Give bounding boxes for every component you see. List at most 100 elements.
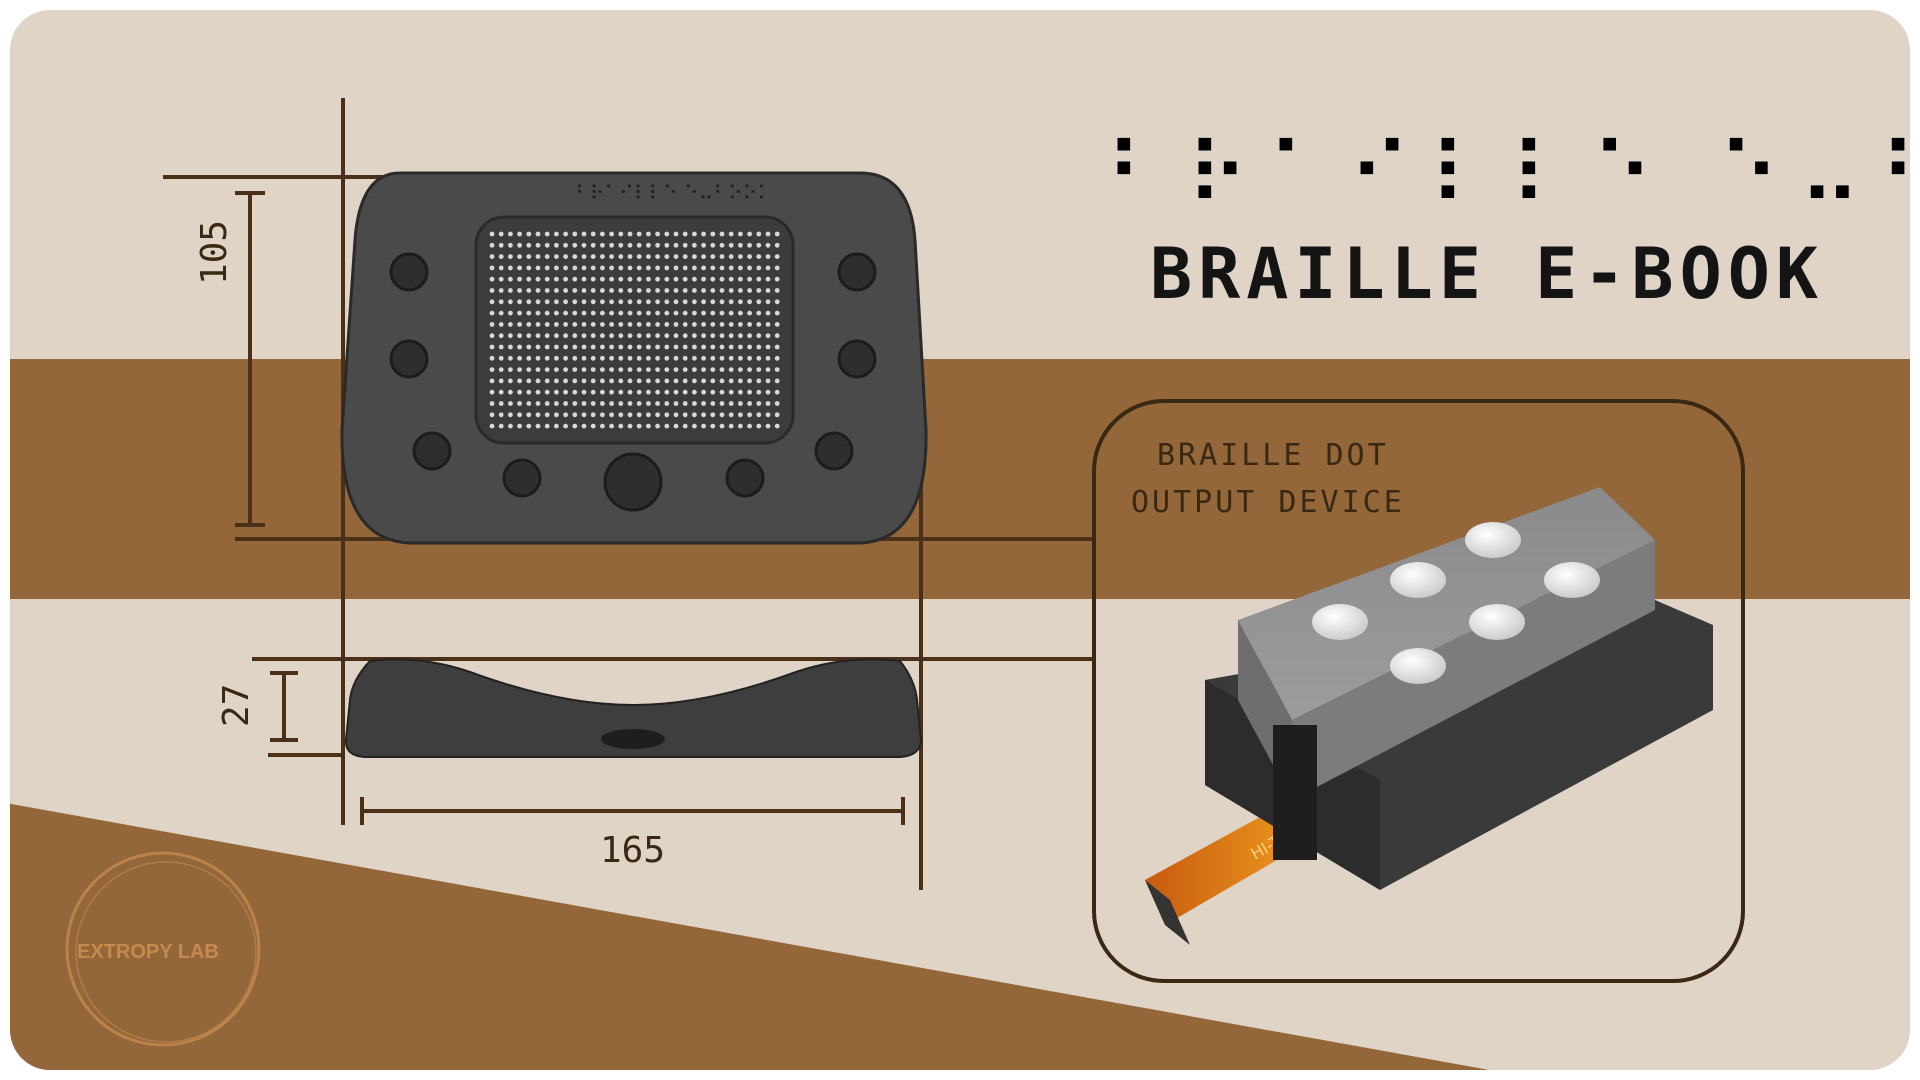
display-pin bbox=[738, 265, 743, 271]
display-pin bbox=[572, 299, 578, 305]
display-pin bbox=[756, 299, 762, 305]
display-pin bbox=[710, 276, 716, 282]
display-pin bbox=[535, 401, 541, 406]
button-center[interactable] bbox=[603, 452, 663, 512]
button-right-1[interactable] bbox=[837, 252, 877, 292]
display-pin bbox=[581, 423, 587, 429]
display-pin bbox=[774, 288, 780, 293]
display-pin bbox=[590, 367, 596, 372]
display-pin bbox=[682, 344, 688, 350]
display-pin bbox=[618, 265, 624, 271]
display-pin bbox=[710, 288, 716, 293]
button-bottom-4[interactable] bbox=[814, 431, 854, 471]
display-pin bbox=[747, 401, 752, 406]
display-pin bbox=[664, 333, 670, 339]
button-left-2[interactable] bbox=[389, 339, 429, 379]
display-pin bbox=[489, 288, 495, 293]
display-pin bbox=[498, 367, 504, 372]
display-pin bbox=[664, 310, 670, 316]
display-pin bbox=[590, 401, 596, 406]
display-pin bbox=[682, 367, 688, 372]
button-bottom-2[interactable] bbox=[502, 458, 542, 498]
display-pin bbox=[673, 333, 679, 339]
display-pin bbox=[728, 344, 734, 350]
display-pin bbox=[609, 355, 614, 361]
display-pin bbox=[756, 367, 762, 372]
display-pin bbox=[563, 378, 568, 384]
display-pin bbox=[747, 265, 752, 271]
display-pin bbox=[554, 310, 559, 316]
display-pin bbox=[719, 378, 725, 384]
display-pin bbox=[590, 389, 596, 395]
display-pin bbox=[692, 310, 697, 316]
display-pin bbox=[682, 299, 688, 305]
display-pin bbox=[526, 401, 532, 406]
display-pin bbox=[508, 288, 513, 293]
display-pin bbox=[572, 344, 578, 350]
display-pin bbox=[600, 378, 605, 384]
display-pin bbox=[655, 423, 660, 429]
display-pin bbox=[719, 276, 725, 282]
display-pin bbox=[544, 288, 550, 293]
button-bottom-3[interactable] bbox=[725, 458, 765, 498]
button-left-1[interactable] bbox=[389, 252, 429, 292]
display-pin bbox=[646, 333, 651, 339]
display-pin bbox=[747, 322, 752, 327]
display-pin bbox=[774, 299, 780, 305]
display-pin bbox=[609, 412, 614, 418]
display-pin bbox=[590, 378, 596, 384]
display-pin bbox=[618, 322, 624, 327]
display-pin bbox=[728, 367, 734, 372]
display-pin bbox=[544, 401, 550, 406]
display-pin bbox=[728, 242, 734, 248]
display-pin bbox=[728, 299, 734, 305]
display-pin bbox=[517, 355, 522, 361]
display-pin bbox=[747, 310, 752, 316]
display-pin bbox=[756, 412, 762, 418]
display-pin bbox=[508, 401, 513, 406]
display-pin bbox=[710, 265, 716, 271]
display-pin bbox=[581, 401, 587, 406]
display-pin bbox=[756, 310, 762, 316]
display-pin bbox=[655, 265, 660, 271]
display-pin bbox=[627, 367, 633, 372]
display-pin bbox=[489, 231, 495, 237]
display-pin bbox=[719, 401, 725, 406]
display-pin bbox=[673, 355, 679, 361]
display-pin bbox=[701, 355, 706, 361]
display-pin bbox=[719, 344, 725, 350]
display-pin bbox=[627, 322, 633, 327]
display-pin bbox=[517, 310, 522, 316]
display-pin bbox=[673, 322, 679, 327]
display-pin bbox=[655, 401, 660, 406]
display-pin bbox=[517, 254, 522, 259]
display-pin bbox=[544, 389, 550, 395]
display-pin bbox=[765, 355, 771, 361]
display-pin bbox=[701, 242, 706, 248]
display-pin bbox=[636, 288, 642, 293]
braille-display-screen bbox=[474, 215, 795, 445]
display-pin bbox=[636, 389, 642, 395]
display-pin bbox=[554, 355, 559, 361]
button-bottom-1[interactable] bbox=[412, 431, 452, 471]
display-pin bbox=[581, 344, 587, 350]
button-right-2[interactable] bbox=[837, 339, 877, 379]
display-pin bbox=[517, 412, 522, 418]
display-pin bbox=[664, 231, 670, 237]
display-pin bbox=[673, 254, 679, 259]
display-pin bbox=[636, 242, 642, 248]
display-pin bbox=[517, 367, 522, 372]
braille-label-top: ⠃⠗⠁⠊⠇⠇⠑ ⠑⠤⠃⠕⠕⠅ bbox=[575, 181, 772, 205]
display-pin bbox=[646, 378, 651, 384]
display-pin bbox=[673, 378, 679, 384]
display-pin bbox=[673, 401, 679, 406]
display-pin bbox=[756, 254, 762, 259]
display-pin bbox=[692, 423, 697, 429]
display-pin bbox=[692, 344, 697, 350]
display-pin bbox=[636, 344, 642, 350]
width-label: 165 bbox=[600, 830, 665, 871]
display-pin bbox=[710, 344, 716, 350]
display-pin bbox=[646, 242, 651, 248]
display-pin bbox=[526, 276, 532, 282]
display-pin bbox=[774, 265, 780, 271]
